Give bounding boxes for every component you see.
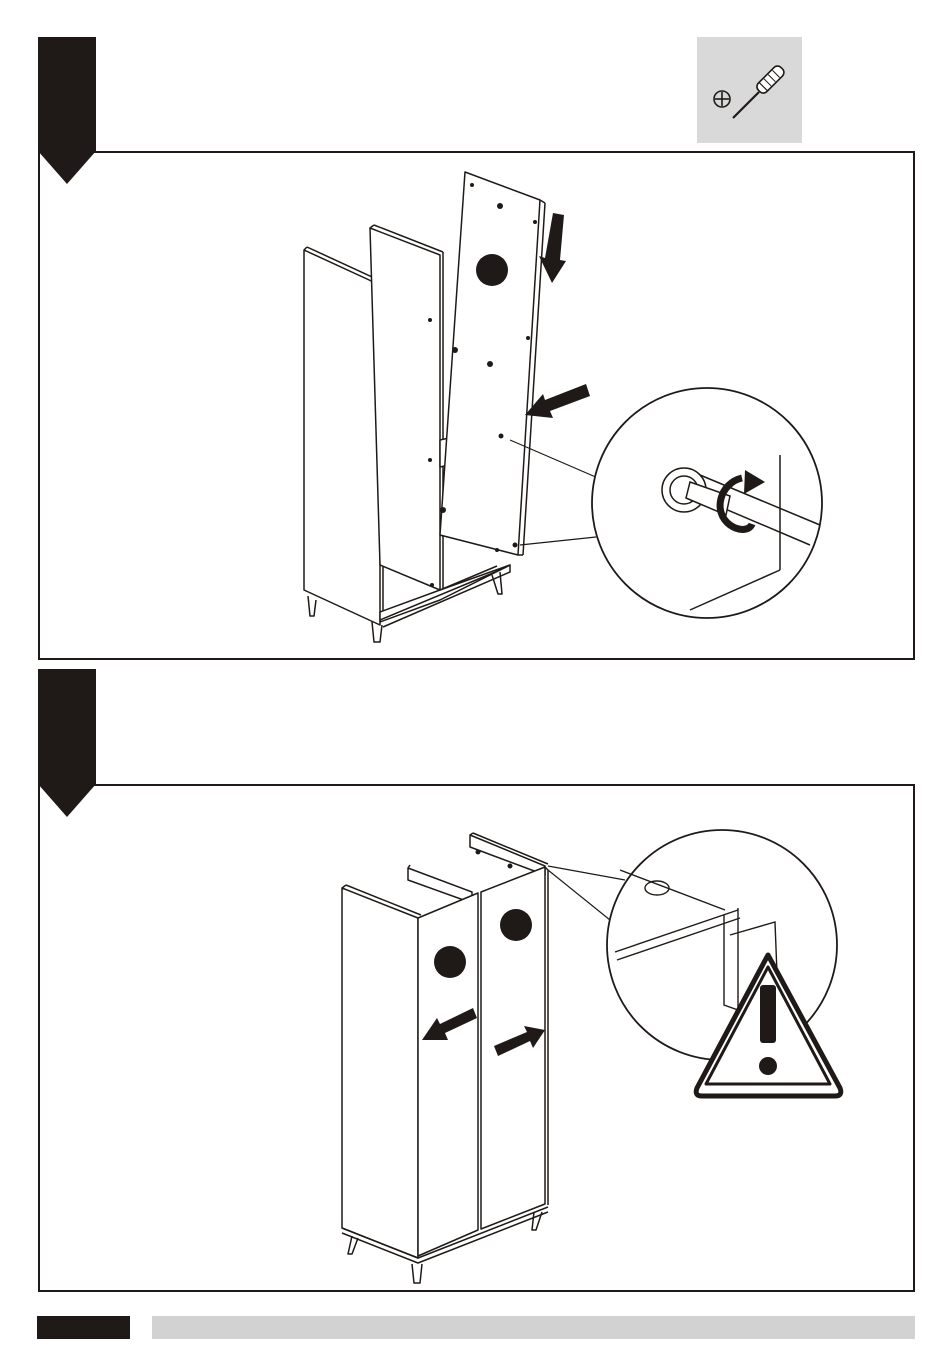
cabinet-back-panel-illustration (38, 151, 915, 660)
page-number-block (37, 1316, 130, 1339)
footer-bar (152, 1316, 915, 1339)
phillips-screwdriver-icon (697, 37, 802, 143)
tool-box (697, 37, 802, 143)
cabinet-doors-illustration (38, 784, 915, 1292)
